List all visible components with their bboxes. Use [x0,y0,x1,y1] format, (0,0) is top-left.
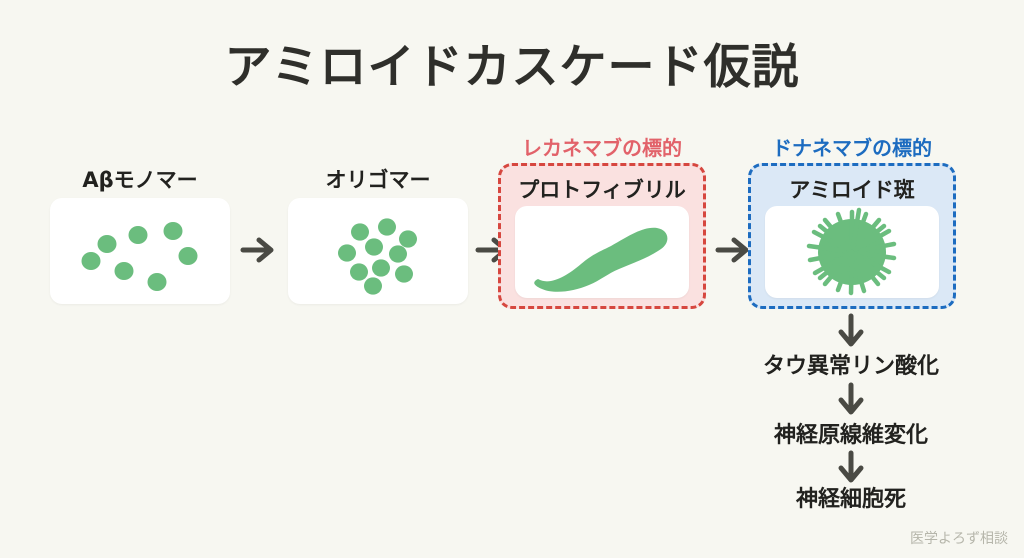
protofibril-strand-icon [534,227,668,292]
arrow-plaque-to-tau [834,312,868,356]
stage-amyloid-plaque-panel [765,206,939,298]
arrow-monomer-to-oligomer [237,233,281,271]
stage-amyloid-plaque-label: アミロイド斑 [789,178,915,202]
stage-protofibril-label: プロトフィブリル [518,178,686,202]
amyloid-plaque-blob-icon [806,207,897,296]
cascade-step-tau: タウ異常リン酸化 [762,354,939,379]
stage-oligomer-panel [288,198,468,304]
arrow-tau-to-tangles [834,382,868,424]
arrow-tangles-to-cell-death [834,450,868,492]
stage-amyloid-plaque: ドナネマブの標的 アミロイド斑 [748,136,956,309]
stage-oligomer-label: オリゴマー [325,168,431,192]
arrow-protofibril-to-plaque [712,233,756,271]
stage-amyloid-plaque-target-label: ドナネマブの標的 [772,136,932,160]
stage-monomer-panel [50,198,230,304]
stage-protofibril-target-label: レカネマブの標的 [522,136,682,160]
cascade-step-tangles: 神経原線維変化 [773,423,928,448]
clustered-oligomer-dots-icon [338,218,417,295]
cascade-step-cell-death: 神経細胞死 [795,487,906,512]
stage-monomer: Aβモノマー [50,164,230,304]
stage-oligomer: オリゴマー [288,164,468,304]
page-title: アミロイドカスケード仮説 [224,40,800,95]
stage-protofibril-panel [515,206,689,298]
watermark: 医学よろず相談 [910,531,1008,547]
stage-monomer-label: Aβモノマー [82,168,198,192]
scattered-monomer-dots-icon [81,222,198,291]
stage-protofibril: レカネマブの標的 プロトフィブリル [498,136,706,309]
